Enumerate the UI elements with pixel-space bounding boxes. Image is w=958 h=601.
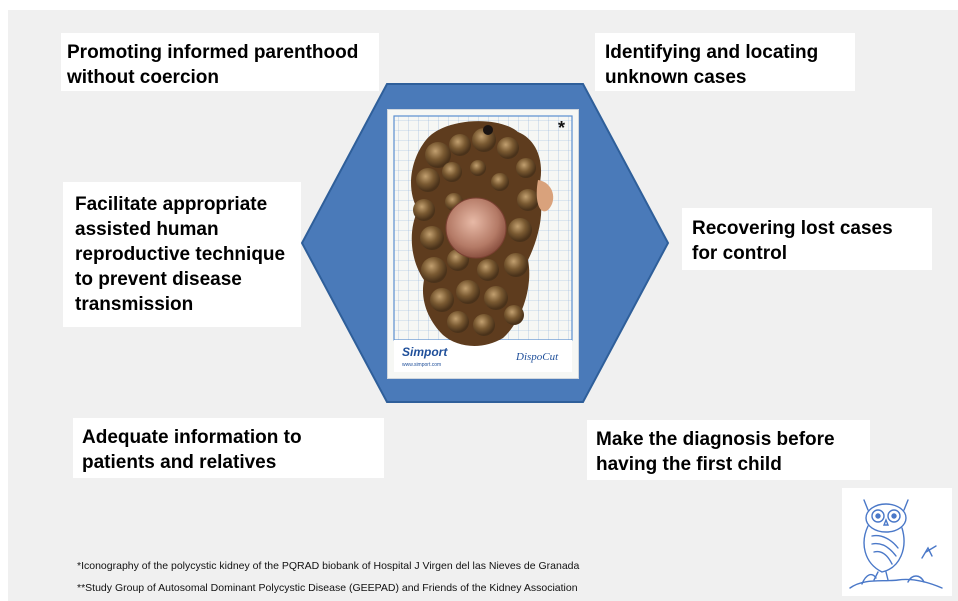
box-line: for control <box>692 241 922 266</box>
box-line: unknown cases <box>605 65 845 90</box>
box-early-diagnosis: Make the diagnosis before having the fir… <box>587 420 870 480</box>
footnote-study-group: **Study Group of Autosomal Dominant Poly… <box>77 582 578 594</box>
box-recovering-cases: Recovering lost cases for control <box>682 208 932 270</box>
box-line: Make the diagnosis before <box>596 427 860 452</box>
box-line: having the first child <box>596 452 860 477</box>
box-line: reproductive technique <box>75 242 289 267</box>
box-line: Facilitate appropriate <box>75 192 289 217</box>
box-line: Identifying and locating <box>605 40 845 65</box>
box-line: assisted human <box>75 217 289 242</box>
box-line: Recovering lost cases <box>692 216 922 241</box>
box-informed-parenthood: Promoting informed parenthood without co… <box>61 33 379 91</box>
box-line: without coercion <box>67 65 369 90</box>
polycystic-kidney-photo: Simport www.simport.com DispoCut <box>388 110 578 378</box>
box-line: to prevent disease <box>75 267 289 292</box>
owl-logo-icon <box>842 488 952 596</box>
photo-brand-text: Simport <box>402 345 448 359</box>
photo-brand-url: www.simport.com <box>402 362 441 368</box>
box-line: Adequate information to <box>82 425 374 450</box>
footnote-iconography: *Iconography of the polycystic kidney of… <box>77 560 579 572</box>
box-line: transmission <box>75 292 289 317</box>
photo-logo-text: DispoCut <box>515 351 559 363</box>
box-line: Promoting informed parenthood <box>67 40 369 65</box>
box-line: patients and relatives <box>82 450 374 475</box>
box-adequate-information: Adequate information to patients and rel… <box>73 418 384 478</box>
box-assisted-reproduction: Facilitate appropriate assisted human re… <box>63 182 301 327</box>
photo-asterisk: * <box>558 118 565 139</box>
box-identifying-cases: Identifying and locating unknown cases <box>595 33 855 91</box>
